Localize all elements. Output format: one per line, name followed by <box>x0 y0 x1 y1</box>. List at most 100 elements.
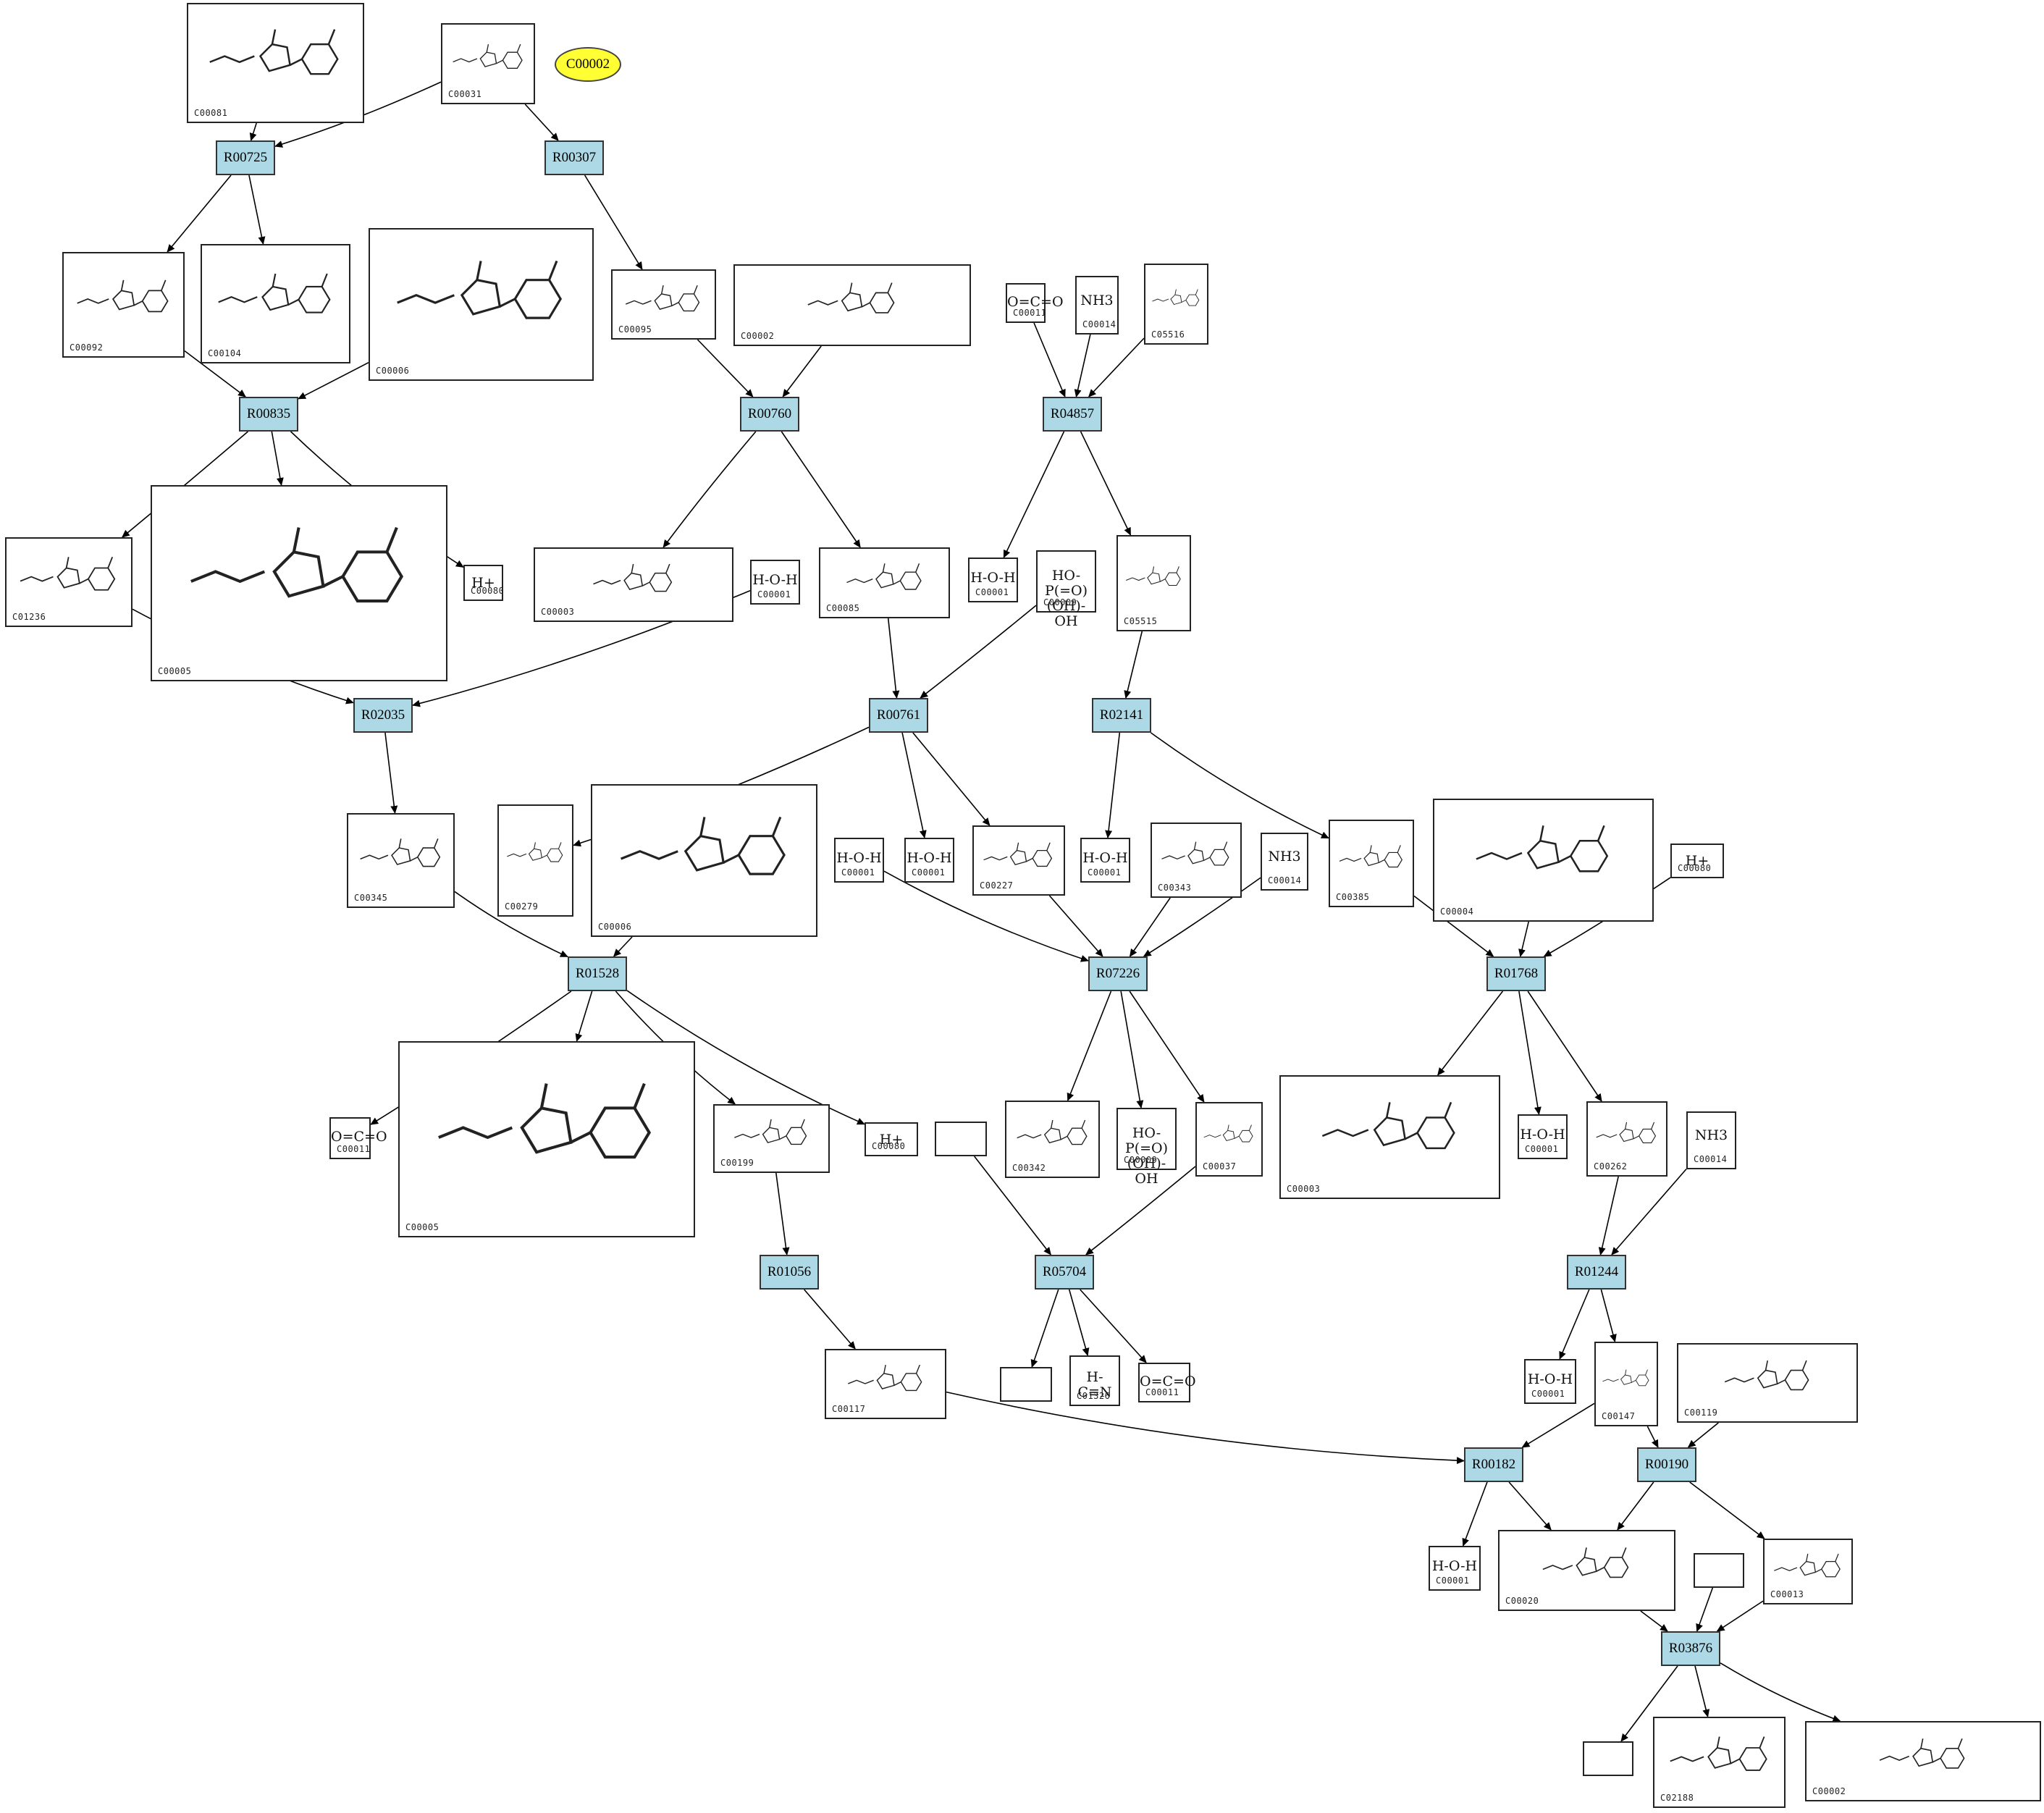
compound-id-label: C00009 <box>1043 597 1077 607</box>
edge-c00006a-R00835 <box>298 362 369 400</box>
compound-id-label: C00013 <box>1770 1589 1804 1599</box>
compound-c00117[interactable]: C00117 <box>825 1349 946 1419</box>
compound-c00345[interactable]: C00345 <box>347 813 455 908</box>
reaction-R01528[interactable]: R01528 <box>568 956 627 991</box>
reaction-R00307[interactable]: R00307 <box>544 140 604 175</box>
reaction-R00761[interactable]: R00761 <box>869 698 928 733</box>
reaction-R01056[interactable]: R01056 <box>760 1255 819 1290</box>
edge-R01244-c00001g <box>1559 1289 1590 1360</box>
edge-c00014a-R04857 <box>1074 334 1091 397</box>
empty-compound-box[interactable] <box>1694 1553 1744 1588</box>
compound-c00003b[interactable]: C00003 <box>1279 1075 1500 1199</box>
compound-c00020[interactable]: C00020 <box>1498 1530 1675 1611</box>
compound-c00119[interactable]: C00119 <box>1677 1343 1858 1423</box>
compound-c00199[interactable]: C00199 <box>713 1104 830 1173</box>
compound-c00279[interactable]: C00279 <box>497 804 573 917</box>
reaction-R02141[interactable]: R02141 <box>1092 698 1151 733</box>
compound-c02188[interactable]: C02188 <box>1653 1717 1786 1808</box>
reaction-R01768[interactable]: R01768 <box>1486 956 1546 991</box>
compound-id-label: C00199 <box>720 1158 754 1168</box>
structure-drawing <box>1339 845 1402 868</box>
reaction-R00182[interactable]: R00182 <box>1464 1447 1523 1482</box>
compound-c00104[interactable]: C00104 <box>201 244 350 363</box>
edge-R01528-c00080c <box>626 990 865 1125</box>
edge-c00227-R07226 <box>1048 895 1103 957</box>
edge-c05515-R02141 <box>1124 631 1143 699</box>
compound-c00002b[interactable]: C00002 <box>1805 1721 2041 1801</box>
compound-c00080c[interactable]: H+C00080 <box>865 1122 918 1156</box>
edge-c00095-R00760 <box>697 339 754 397</box>
compound-c00037[interactable]: C00037 <box>1195 1102 1263 1177</box>
compound-c00031[interactable]: C00031 <box>441 23 535 104</box>
reaction-R07226[interactable]: R07226 <box>1088 956 1148 991</box>
compound-c00092[interactable]: C00092 <box>62 252 185 358</box>
empty-compound-box[interactable] <box>1583 1741 1633 1776</box>
compound-c00147[interactable]: C00147 <box>1594 1342 1658 1426</box>
reaction-R01244[interactable]: R01244 <box>1567 1255 1626 1290</box>
highlighted-compound-oval[interactable]: C00002 <box>555 47 621 82</box>
edge-R00760-c00003a <box>663 431 757 548</box>
reaction-R00725[interactable]: R00725 <box>216 140 275 175</box>
compound-c00081[interactable]: C00081 <box>187 3 364 123</box>
reaction-R03876[interactable]: R03876 <box>1661 1631 1720 1666</box>
edge-R04857-c00001b <box>1003 431 1065 558</box>
compound-c00080b[interactable]: H+C00080 <box>1670 844 1724 878</box>
compound-c00385[interactable]: C00385 <box>1329 820 1414 907</box>
compound-id-label: C00345 <box>354 893 388 903</box>
compound-c01236[interactable]: C01236 <box>5 537 133 627</box>
structure-drawing <box>1152 289 1200 306</box>
reaction-R00835[interactable]: R00835 <box>239 397 298 432</box>
compound-c00342[interactable]: C00342 <box>1005 1101 1100 1178</box>
compound-c00227[interactable]: C00227 <box>972 825 1065 896</box>
compound-id-label: C00031 <box>448 89 482 99</box>
compound-c00003a[interactable]: C00003 <box>534 547 733 622</box>
edge-c00006b-R01528 <box>613 936 633 957</box>
compound-c05515[interactable]: C05515 <box>1116 535 1191 631</box>
empty-compound-box[interactable] <box>935 1122 987 1156</box>
compound-c00005a[interactable]: C00005 <box>151 485 447 681</box>
structure-drawing <box>846 563 922 590</box>
compound-id-label: C00279 <box>505 901 539 912</box>
compound-c00085[interactable]: C00085 <box>819 547 950 618</box>
edge-R05704-b1 <box>1030 1289 1059 1368</box>
edge-c00037-R05704 <box>1085 1166 1196 1255</box>
compound-id-label: C00081 <box>194 108 228 118</box>
reaction-R02035[interactable]: R02035 <box>353 698 413 733</box>
reaction-R00760[interactable]: R00760 <box>740 397 799 432</box>
compound-c00343[interactable]: C00343 <box>1151 823 1242 898</box>
compound-c00013[interactable]: C00013 <box>1763 1539 1853 1604</box>
compound-c00095[interactable]: C00095 <box>611 269 716 340</box>
compound-c00006b[interactable]: C00006 <box>591 784 817 937</box>
compound-formula: H+ <box>879 1132 904 1148</box>
reaction-R04857[interactable]: R04857 <box>1043 397 1102 432</box>
compound-formula: H-O-H <box>1431 1558 1478 1575</box>
compound-c00006a[interactable]: C00006 <box>369 228 594 381</box>
reaction-R00190[interactable]: R00190 <box>1637 1447 1696 1482</box>
compound-c00005b[interactable]: C00005 <box>398 1041 695 1237</box>
compound-c00004[interactable]: C00004 <box>1433 799 1654 922</box>
compound-c00080a[interactable]: H+C00080 <box>463 565 504 601</box>
compound-c00262[interactable]: C00262 <box>1586 1101 1667 1177</box>
compound-c05516[interactable]: C05516 <box>1144 264 1208 345</box>
edge-R02141-c00385 <box>1151 732 1329 839</box>
empty-compound-box[interactable] <box>1000 1367 1052 1402</box>
compound-c00002a[interactable]: C00002 <box>733 264 971 346</box>
reaction-R05704[interactable]: R05704 <box>1035 1255 1094 1290</box>
